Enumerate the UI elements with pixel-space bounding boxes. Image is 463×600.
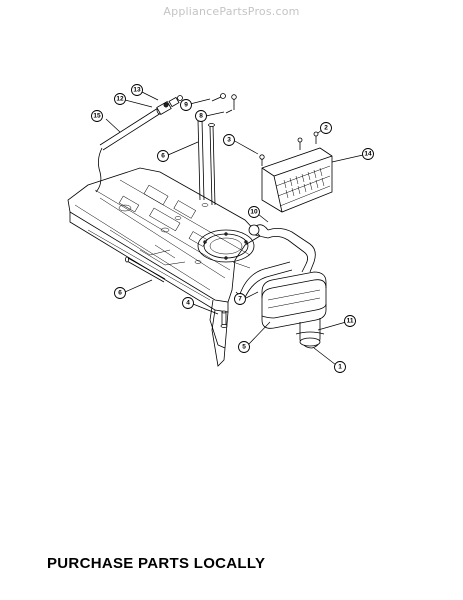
callout-2: 2 — [320, 122, 332, 134]
part-13-14-fittings — [156, 95, 183, 116]
callouts: 15 12 13 9 8 6 3 2 14 10 6 4 7 5 11 1 — [91, 84, 374, 373]
svg-text:14: 14 — [364, 151, 372, 158]
watermark: AppliancePartsPros.com — [163, 5, 300, 18]
part-6-upper-bolts — [196, 117, 216, 206]
part-10-exhaust-pipe — [235, 224, 316, 301]
callout-6-upper: 6 — [157, 150, 169, 162]
callout-14: 13 — [131, 84, 143, 96]
part-5-muffler — [261, 271, 327, 329]
callout-8: 8 — [195, 110, 207, 122]
svg-text:4: 4 — [186, 300, 190, 307]
part-4-stud — [220, 310, 228, 328]
part-11-deflector — [295, 318, 325, 349]
callout-1: 1 — [334, 361, 346, 373]
callout-3: 3 — [223, 134, 235, 146]
svg-text:6: 6 — [161, 153, 165, 160]
svg-text:2: 2 — [324, 125, 328, 132]
callout-13: 12 — [114, 93, 126, 105]
svg-text:7: 7 — [238, 296, 242, 303]
svg-text:5: 5 — [242, 344, 246, 351]
purchase-parts-notice: PURCHASE PARTS LOCALLY — [47, 555, 266, 572]
svg-text:1: 1 — [338, 364, 342, 371]
callout-15: 15 — [91, 110, 103, 122]
svg-text:8: 8 — [199, 113, 203, 120]
callout-10: 10 — [248, 206, 260, 218]
chassis-frame — [67, 167, 261, 367]
svg-text:10: 10 — [250, 209, 258, 216]
callout-7: 7 — [234, 293, 246, 305]
svg-text:15: 15 — [93, 113, 101, 120]
callout-4: 4 — [182, 297, 194, 309]
callout-6-lower: 6 — [114, 287, 126, 299]
svg-text:11: 11 — [347, 318, 354, 325]
callout-9: 9 — [180, 99, 192, 111]
svg-text:3: 3 — [227, 137, 231, 144]
svg-text:13: 13 — [133, 87, 141, 94]
callout-5: 5 — [238, 341, 250, 353]
callout-12: 14 — [362, 148, 374, 160]
leader-lines — [105, 91, 364, 366]
part-6-lower-rod — [125, 256, 166, 283]
part-9-8-bolts — [211, 93, 237, 114]
svg-text:6: 6 — [118, 290, 122, 297]
part-12-heat-shield — [259, 131, 333, 213]
svg-text:12: 12 — [116, 96, 124, 103]
callout-11: 11 — [344, 315, 356, 327]
svg-text:9: 9 — [184, 102, 188, 109]
